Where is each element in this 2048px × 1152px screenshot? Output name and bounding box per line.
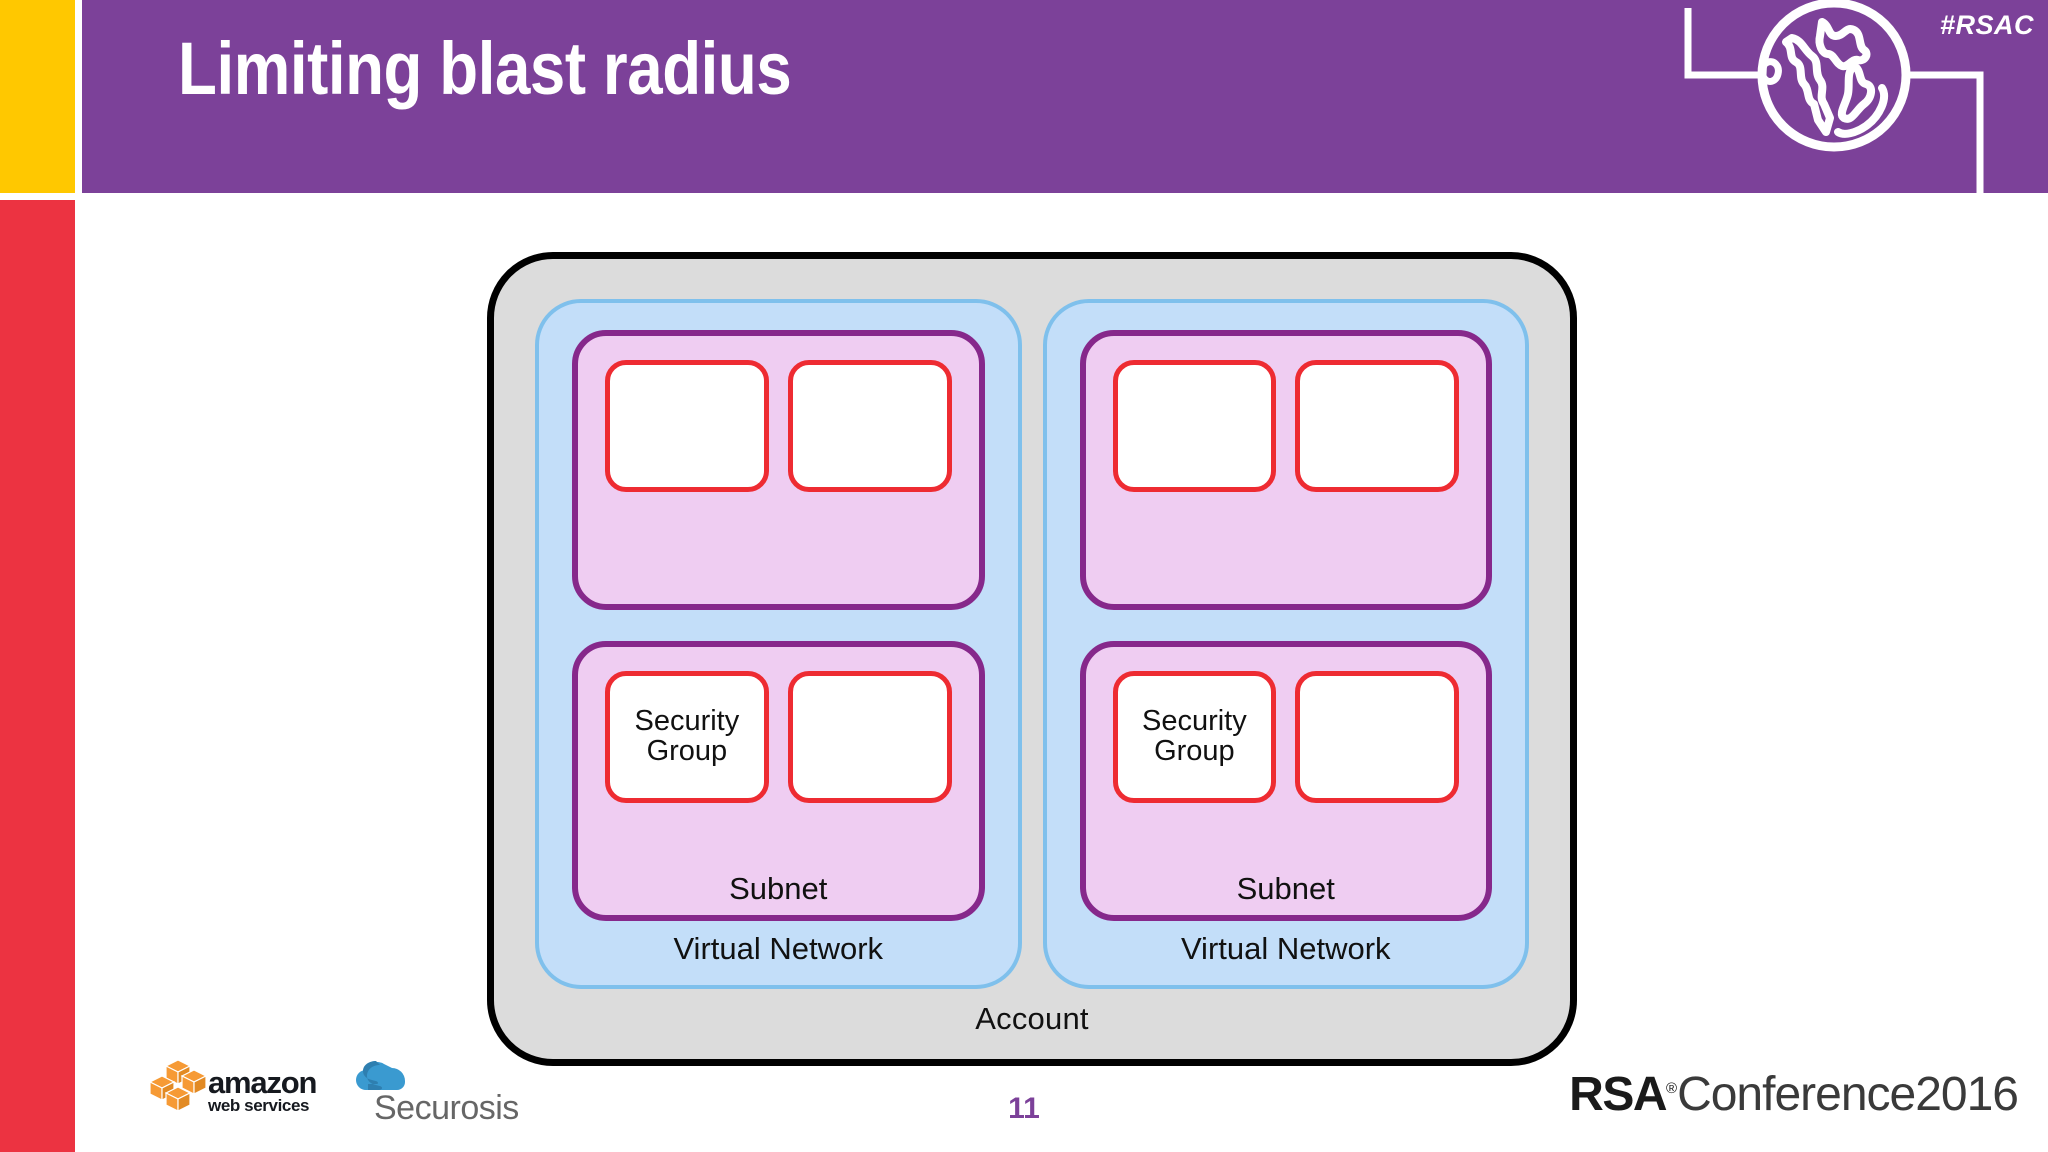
accent-bar-yellow: [0, 0, 75, 193]
rsac-hashtag: #RSAC: [1939, 10, 2034, 40]
subnet-left-bottom: Security Group Subnet: [572, 641, 985, 921]
securosis-logo: Securosis: [348, 1059, 528, 1127]
security-group-box: [605, 360, 769, 492]
rsa-conference-light: Conference2016: [1677, 1068, 2019, 1121]
rsa-conference-logo: RSA®Conference2016: [1569, 1067, 2019, 1122]
footer-logo-group: amazon web services Securosis: [148, 1054, 528, 1127]
subnet-right-top: [1079, 330, 1492, 610]
security-group-box: [1295, 360, 1459, 492]
subnet-label: Subnet: [729, 871, 828, 906]
securosis-cloud-icon: [356, 1061, 405, 1090]
virtual-network-right: Security Group Subnet Virtual Network: [1042, 299, 1529, 989]
security-group-row: [605, 360, 952, 492]
virtual-network-label: Virtual Network: [1180, 931, 1391, 966]
virtual-network-row: Security Group Subnet Virtual Network: [535, 299, 1529, 989]
page-title: Limiting blast radius: [178, 27, 792, 110]
blast-radius-diagram: Security Group Subnet Virtual Network: [487, 252, 1577, 1066]
account-label: Account: [975, 1001, 1089, 1036]
subnet-stack-right: Security Group Subnet: [1079, 330, 1492, 921]
security-group-box: [1112, 360, 1277, 492]
aws-cubes-icon: [148, 1059, 208, 1112]
virtual-network-label: Virtual Network: [673, 931, 884, 966]
rsac-brand-mark: #RSAC: [1668, 0, 2048, 193]
aws-wordmark: amazon: [208, 1065, 317, 1100]
security-group-box: [1295, 671, 1459, 803]
rsa-conference-bold: RSA: [1569, 1068, 1667, 1121]
subnet-left-top: [572, 330, 985, 610]
virtual-network-left: Security Group Subnet Virtual Network: [535, 299, 1022, 989]
subnet-label: Subnet: [1236, 871, 1335, 906]
subnet-right-bottom: Security Group Subnet: [1079, 641, 1492, 921]
account-boundary: Security Group Subnet Virtual Network: [487, 252, 1577, 1066]
aws-tagline: web services: [208, 1096, 310, 1115]
security-group-row: Security Group: [1112, 671, 1459, 803]
subnet-stack-left: Security Group Subnet: [572, 330, 985, 921]
rsac-globe-icon: [1684, 0, 1984, 193]
title-band: Limiting blast radius #RSAC: [82, 0, 2048, 193]
aws-logo: amazon web services: [148, 1059, 320, 1121]
security-group-box: Security Group: [1112, 671, 1277, 803]
securosis-wordmark: Securosis: [374, 1089, 519, 1127]
security-group-box: [787, 360, 952, 492]
security-group-box: Security Group: [605, 671, 769, 803]
registered-trademark-icon: ®: [1666, 1080, 1678, 1097]
security-group-row: Security Group: [605, 671, 952, 803]
page-number: 11: [1008, 1092, 1040, 1125]
security-group-row: [1112, 360, 1459, 492]
security-group-box: [787, 671, 952, 803]
accent-bar-red: [0, 200, 75, 1152]
